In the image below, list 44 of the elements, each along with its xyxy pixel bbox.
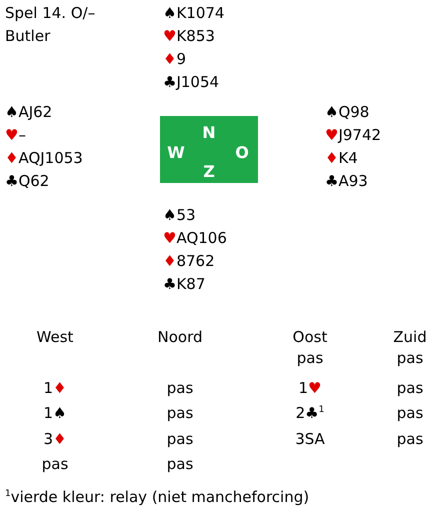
hand-line: ♥J9742 xyxy=(325,126,382,144)
hand-line: ♥K853 xyxy=(163,27,215,45)
bid: pas xyxy=(396,404,424,422)
footnote: $^{1}$vierde kleur: relay (niet mancheforcing) xyxy=(5,488,310,506)
hand-line: ♠Q98 xyxy=(325,103,370,121)
hand-line: ♦8762 xyxy=(163,252,215,270)
hand-line: ♠K1074 xyxy=(163,4,224,22)
hand-line: ♥AQ106 xyxy=(163,229,227,247)
hand-line: ♦AQJ1053 xyxy=(5,149,83,167)
bid: pas xyxy=(396,349,424,367)
title-text: Butler xyxy=(5,27,50,45)
bid: 1♠ xyxy=(44,404,66,422)
hand-line: ♣J1054 xyxy=(163,73,220,91)
bid: 3SA xyxy=(295,430,325,448)
bid: pas xyxy=(166,404,194,422)
compass-letter: N xyxy=(202,124,216,142)
bid: 3♦ xyxy=(44,430,66,448)
bid: pas xyxy=(166,430,194,448)
hand-line: ♦K4 xyxy=(325,149,358,167)
column-header: Oost xyxy=(292,328,328,346)
hand-line: ♣Q62 xyxy=(5,172,50,190)
hand-line: ♥– xyxy=(5,126,26,144)
hand-line: ♣A93 xyxy=(325,172,368,190)
bid: pas xyxy=(166,455,194,473)
column-header: West xyxy=(36,328,74,346)
compass-letter: Z xyxy=(203,163,215,181)
bid: pas xyxy=(396,430,424,448)
compass-letter: O xyxy=(235,144,249,162)
bid: 1♦ xyxy=(44,379,66,397)
compass-letter: W xyxy=(167,144,185,162)
column-header: Noord xyxy=(158,328,202,346)
bid: 2♣$^{1}$ xyxy=(296,404,324,422)
bid: pas xyxy=(166,379,194,397)
hand-line: ♠53 xyxy=(163,206,196,224)
bid: pas xyxy=(296,349,324,367)
column-header: Zuid xyxy=(393,328,427,346)
hand-line: ♦9 xyxy=(163,50,186,68)
title-text: Spel 14. O/– xyxy=(5,4,96,22)
bid: 1♥ xyxy=(298,379,322,397)
hand-line: ♠AJ62 xyxy=(5,103,52,121)
hand-line: ♣K87 xyxy=(163,275,206,293)
compass-box xyxy=(160,116,258,183)
bid: pas xyxy=(396,379,424,397)
bid: pas xyxy=(42,455,68,473)
